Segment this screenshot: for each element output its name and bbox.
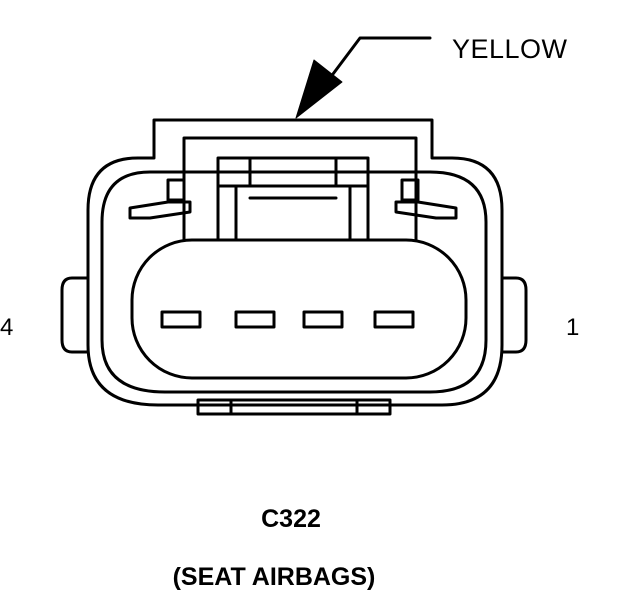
bottom-key: [196, 398, 392, 416]
connector-housing-inner: [100, 170, 488, 394]
latch-frame: [182, 136, 418, 242]
cavity-2: [302, 310, 344, 329]
connector-description: (SEAT AIRBAGS): [172, 563, 376, 591]
pin-number-left: 4: [0, 314, 14, 341]
color-leader-arrow: [295, 36, 432, 119]
left-side-ear: [60, 276, 90, 354]
connector-id: C322: [261, 505, 321, 533]
right-lock-tab: [394, 178, 458, 220]
cavity-3: [234, 310, 276, 329]
cavity-1: [373, 310, 415, 329]
terminal-face: [130, 238, 468, 380]
left-lock-tab: [128, 178, 192, 220]
connector-housing-outer: [86, 118, 504, 407]
terminal-cavities: [160, 310, 415, 329]
cavity-4: [160, 310, 202, 329]
right-side-ear: [500, 276, 528, 354]
wire-color-label: YELLOW: [452, 34, 568, 64]
pin-number-right: 1: [566, 314, 580, 341]
